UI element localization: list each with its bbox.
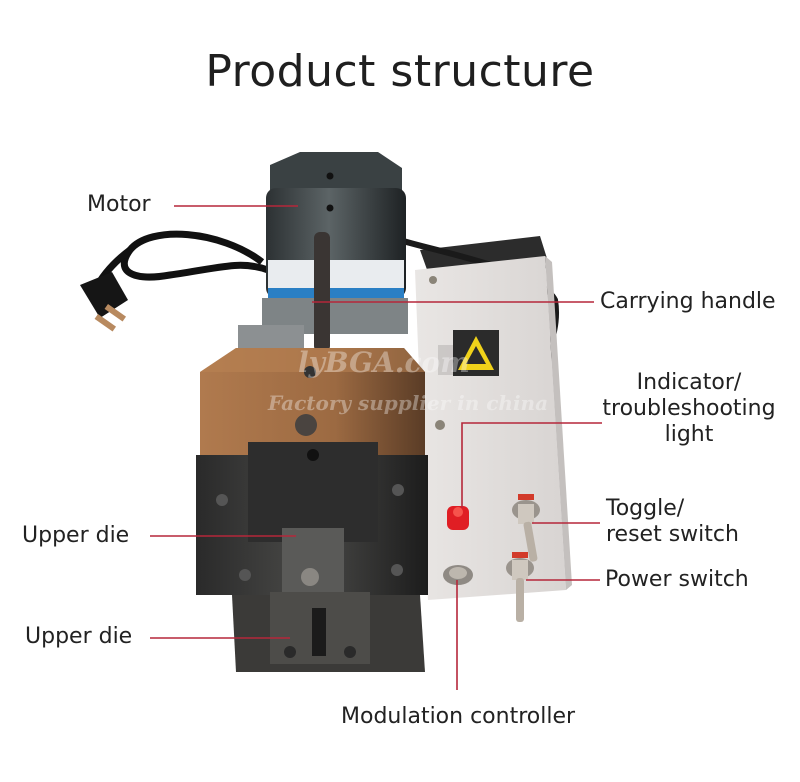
callout-modulation-controller: Modulation controller: [341, 704, 576, 729]
page-title: Product structure: [205, 46, 595, 97]
callout-upper-die-1: Upper die: [22, 523, 130, 548]
carrying-handle: [314, 232, 330, 352]
esd-warning-icon: [453, 330, 499, 376]
plug-icon: [80, 272, 128, 318]
leader-lines: [150, 205, 602, 690]
callout-indicator-line-1: Indicator/: [636, 370, 742, 395]
toggle-reset-switch[interactable]: [512, 494, 540, 562]
watermark-line-1: lyBGA.com: [298, 346, 470, 379]
callout-toggle-line-1: Toggle/: [606, 496, 685, 521]
power-cord: [80, 230, 270, 332]
leader-indicator-light: [461, 422, 602, 508]
die-assembly: [196, 325, 428, 672]
modulation-controller-knob[interactable]: [443, 565, 473, 585]
callout-carrying-handle: Carrying handle: [600, 289, 776, 314]
callout-indicator-line-2: troubleshooting: [602, 396, 776, 421]
indicator-light: [447, 506, 469, 530]
motor: [262, 152, 408, 334]
callout-motor: Motor: [87, 192, 151, 217]
callout-power-switch: Power switch: [605, 567, 749, 592]
power-switch[interactable]: [506, 552, 534, 622]
callout-indicator-line-3: light: [664, 422, 714, 447]
callout-upper-die-2: Upper die: [25, 624, 133, 649]
callout-toggle-line-2: reset switch: [606, 522, 739, 547]
control-box: [415, 256, 572, 622]
upper-die-part: [282, 528, 344, 600]
watermark-line-2: Factory supplier in china: [267, 391, 548, 415]
callout-indicator-light: Indicator/ troubleshooting light: [586, 370, 792, 448]
callout-toggle-reset-switch: Toggle/ reset switch: [606, 496, 739, 548]
